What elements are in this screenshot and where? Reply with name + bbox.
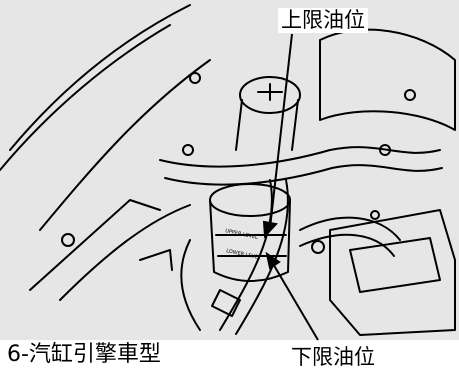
engine-block (329, 209, 456, 336)
hose-1b (164, 164, 443, 186)
washer-cap (239, 76, 301, 114)
bolt-5 (379, 144, 391, 156)
reservoir-body (209, 199, 291, 282)
bolt-1 (61, 233, 75, 247)
lower-level-label: 下限油位 (288, 345, 378, 370)
hose-2 (219, 179, 273, 331)
engine-detail-1 (349, 237, 441, 293)
fender-line-2 (0, 24, 171, 171)
bolt-6 (311, 240, 325, 254)
lower-level-arrow-line (271, 261, 319, 341)
bolt-2 (189, 72, 201, 84)
fender-line-1 (9, 4, 191, 151)
bolt-4 (404, 89, 416, 101)
hose-4 (180, 239, 201, 331)
hose-3b (299, 233, 395, 257)
upper-level-label: 上限油位 (278, 8, 368, 33)
bolt-7 (370, 210, 380, 220)
hose-3 (299, 216, 401, 241)
fender-line-4 (29, 199, 161, 291)
fender-line-5 (59, 204, 191, 301)
bracket-2 (139, 249, 173, 271)
washer-cap-mark (257, 83, 283, 101)
upper-level-arrow-head (262, 220, 278, 239)
upper-level-arrow-line (269, 33, 293, 229)
washer-neck (235, 99, 299, 151)
bracket-1 (211, 289, 241, 317)
bolt-3 (182, 144, 194, 156)
hose-2b (235, 179, 289, 335)
fender-line-3 (39, 59, 211, 231)
figure-caption: 6-汽缸引擎車型 (7, 342, 161, 367)
lower-level-arrow-head (265, 251, 281, 270)
hose-1 (159, 146, 441, 168)
background-panel (0, 0, 459, 340)
